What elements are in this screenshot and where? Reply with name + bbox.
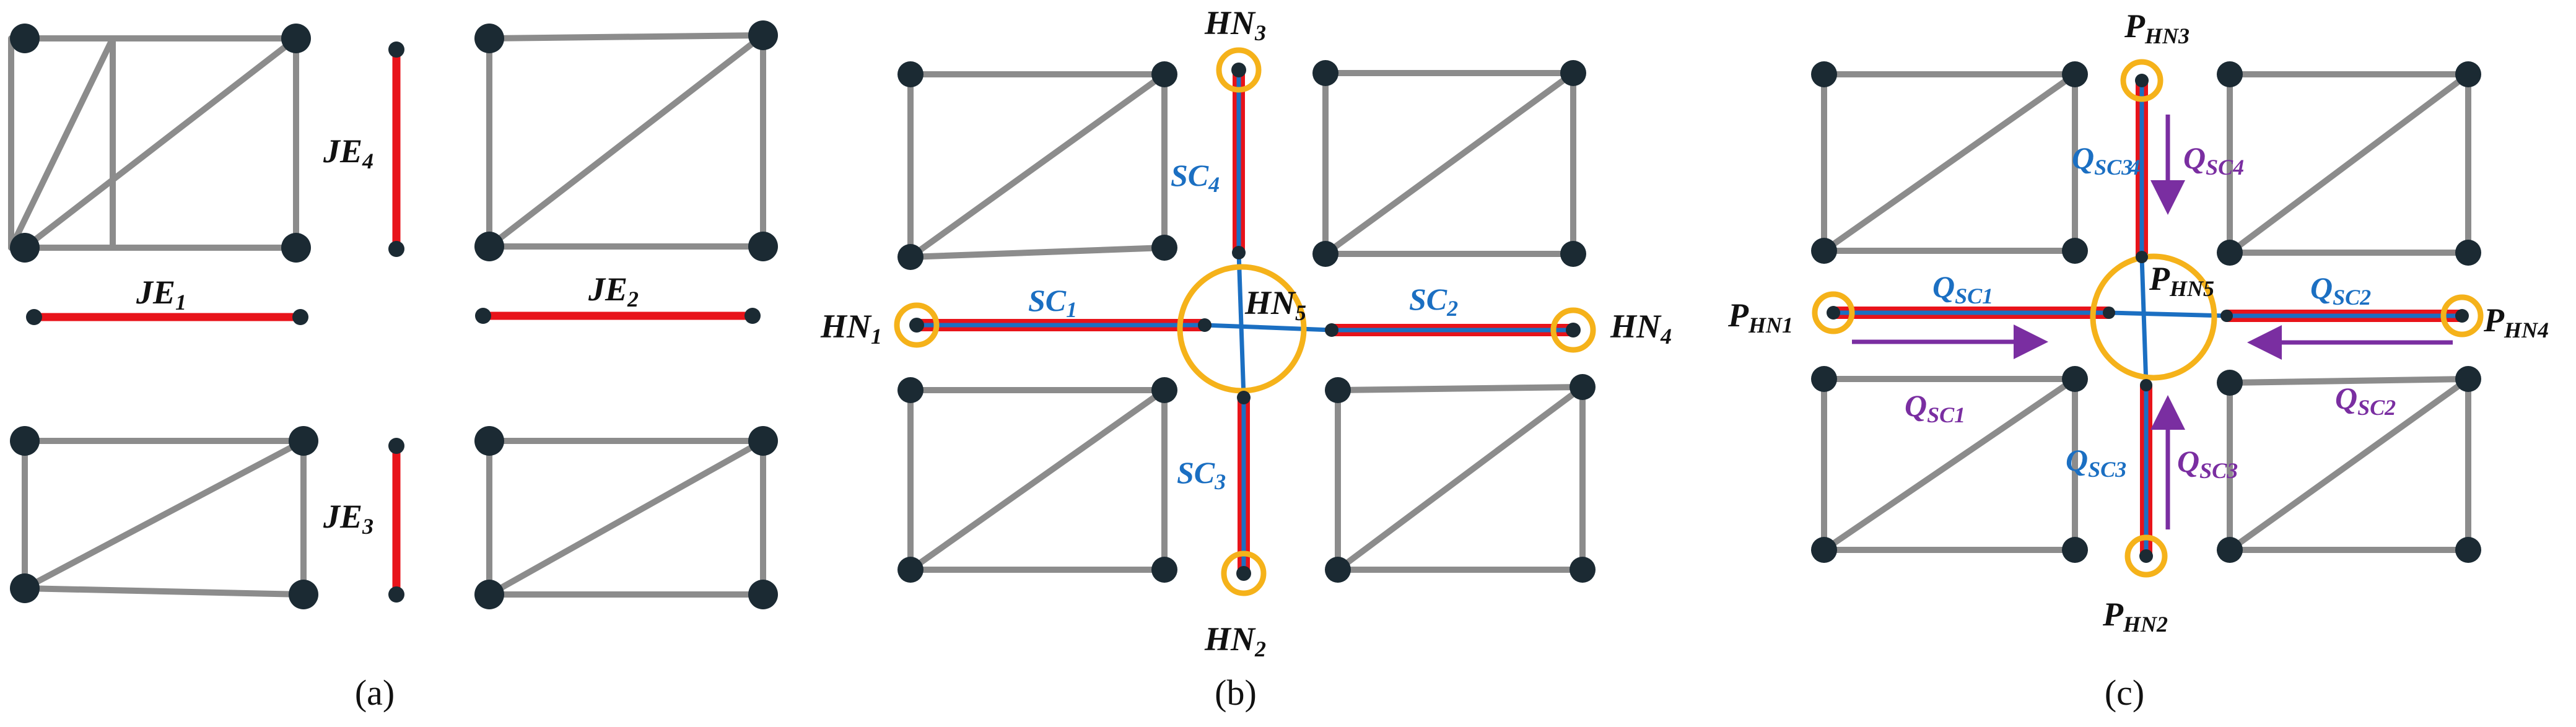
label-q-sc4-purple: QSC4 bbox=[2183, 141, 2244, 180]
label-phn4: PHN4 bbox=[2483, 302, 2549, 342]
label-phn2: PHN2 bbox=[2102, 596, 2168, 637]
label-je2: JE2 bbox=[588, 271, 639, 311]
hub-ring-phn3 bbox=[2120, 59, 2163, 102]
label-sc1: SC1 bbox=[1028, 283, 1077, 322]
panel-c: PHN1 PHN2 PHN3 PHN4 PHN5 QSC1 QSC2 QSC3 … bbox=[1727, 7, 2549, 713]
label-hn5: HN5 bbox=[1244, 284, 1306, 325]
joint-element-je4 bbox=[388, 41, 404, 257]
panel-a: JE1 JE2 JE3 JE4 (a) bbox=[8, 20, 778, 713]
panel-b: HN1 HN2 HN3 HN4 HN5 SC1 SC2 SC3 SC4 (b) bbox=[820, 4, 1672, 713]
label-q-sc1-blue: QSC1 bbox=[1932, 269, 1993, 308]
label-sc3: SC3 bbox=[1177, 455, 1226, 494]
label-je1: JE1 bbox=[136, 274, 186, 315]
mesh-block-b-top-left bbox=[897, 61, 1177, 270]
mesh-block-b-bottom-right bbox=[1325, 374, 1596, 583]
mesh-block-top-right bbox=[474, 20, 778, 261]
hub-ring-hn5 bbox=[1177, 264, 1307, 394]
hub-ring-hn3 bbox=[1216, 47, 1262, 93]
hub-ring-phn5 bbox=[2090, 253, 2217, 381]
hub-ring-hn2 bbox=[1221, 551, 1267, 596]
label-q-sc3-purple: QSC3 bbox=[2177, 444, 2238, 483]
mesh-block-b-bottom-left bbox=[897, 377, 1177, 583]
label-je3: JE3 bbox=[323, 498, 373, 539]
panel-c-caption: (c) bbox=[2105, 673, 2144, 713]
hub-ring-phn4 bbox=[2440, 294, 2484, 337]
joint-element-je2 bbox=[475, 308, 761, 324]
label-hn2: HN2 bbox=[1204, 620, 1266, 661]
connectors-b bbox=[894, 47, 1596, 596]
label-phn5: PHN5 bbox=[2149, 260, 2214, 301]
panel-a-caption: (a) bbox=[355, 673, 395, 713]
label-phn3: PHN3 bbox=[2124, 7, 2190, 48]
mesh-block-c-top-left bbox=[1811, 61, 2088, 264]
hub-ring-phn1 bbox=[1812, 291, 1855, 334]
mesh-block-b-top-right bbox=[1312, 60, 1586, 267]
mesh-block-c-top-right bbox=[2217, 61, 2481, 266]
label-phn1: PHN1 bbox=[1727, 297, 1793, 337]
hub-ring-hn4 bbox=[1550, 307, 1596, 353]
connectors-c bbox=[1812, 59, 2484, 578]
label-hn1: HN1 bbox=[820, 308, 882, 349]
label-q-sc2-blue: QSC2 bbox=[2310, 271, 2371, 310]
label-sc4: SC4 bbox=[1171, 158, 1220, 197]
joint-element-je1 bbox=[26, 309, 308, 325]
label-q-sc3-blue: QSC3 bbox=[2066, 443, 2126, 482]
mesh-block-bottom-left bbox=[10, 426, 318, 609]
label-q-sc1-purple: QSC1 bbox=[1905, 388, 1965, 427]
hub-ring-phn2 bbox=[2124, 534, 2168, 578]
label-sc2: SC2 bbox=[1409, 282, 1458, 321]
panel-b-caption: (b) bbox=[1215, 673, 1257, 713]
mesh-block-c-bottom-right bbox=[2217, 366, 2481, 563]
mesh-block-top-left bbox=[8, 24, 311, 263]
mesh-block-c-bottom-left bbox=[1811, 366, 2088, 563]
label-hn4: HN4 bbox=[1610, 308, 1672, 349]
label-q-sc2-purple: QSC2 bbox=[2335, 381, 2396, 420]
label-q-sc4-blue-overlap: QSC34 bbox=[2072, 141, 2140, 180]
mesh-block-bottom-right bbox=[474, 426, 778, 609]
label-je4: JE4 bbox=[323, 133, 373, 173]
hub-ring-hn1 bbox=[894, 302, 940, 348]
flow-arrows-c bbox=[1852, 115, 2453, 529]
joint-element-je3 bbox=[388, 438, 404, 603]
label-hn3: HN3 bbox=[1204, 4, 1266, 45]
